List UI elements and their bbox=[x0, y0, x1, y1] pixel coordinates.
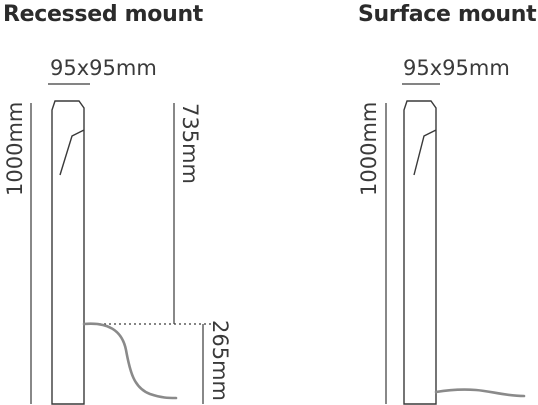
surface-width-label: 95x95mm bbox=[403, 56, 510, 80]
recessed-bollard-outline bbox=[51, 100, 85, 405]
surface-mount-title: Surface mount bbox=[358, 2, 537, 27]
recessed-above-ground-label: 735mm bbox=[178, 103, 202, 184]
surface-mount-drawing bbox=[385, 83, 526, 405]
recessed-width-label: 95x95mm bbox=[50, 56, 157, 80]
recessed-mount-drawing bbox=[30, 83, 212, 405]
recessed-mount-title: Recessed mount bbox=[3, 2, 204, 27]
recessed-below-ground-label: 265mm bbox=[208, 320, 232, 401]
recessed-cable bbox=[82, 322, 178, 400]
surface-bollard-outline bbox=[403, 100, 437, 405]
surface-height-label: 1000mm bbox=[357, 101, 381, 196]
surface-cable bbox=[434, 388, 526, 398]
recessed-height-label: 1000mm bbox=[3, 101, 27, 196]
